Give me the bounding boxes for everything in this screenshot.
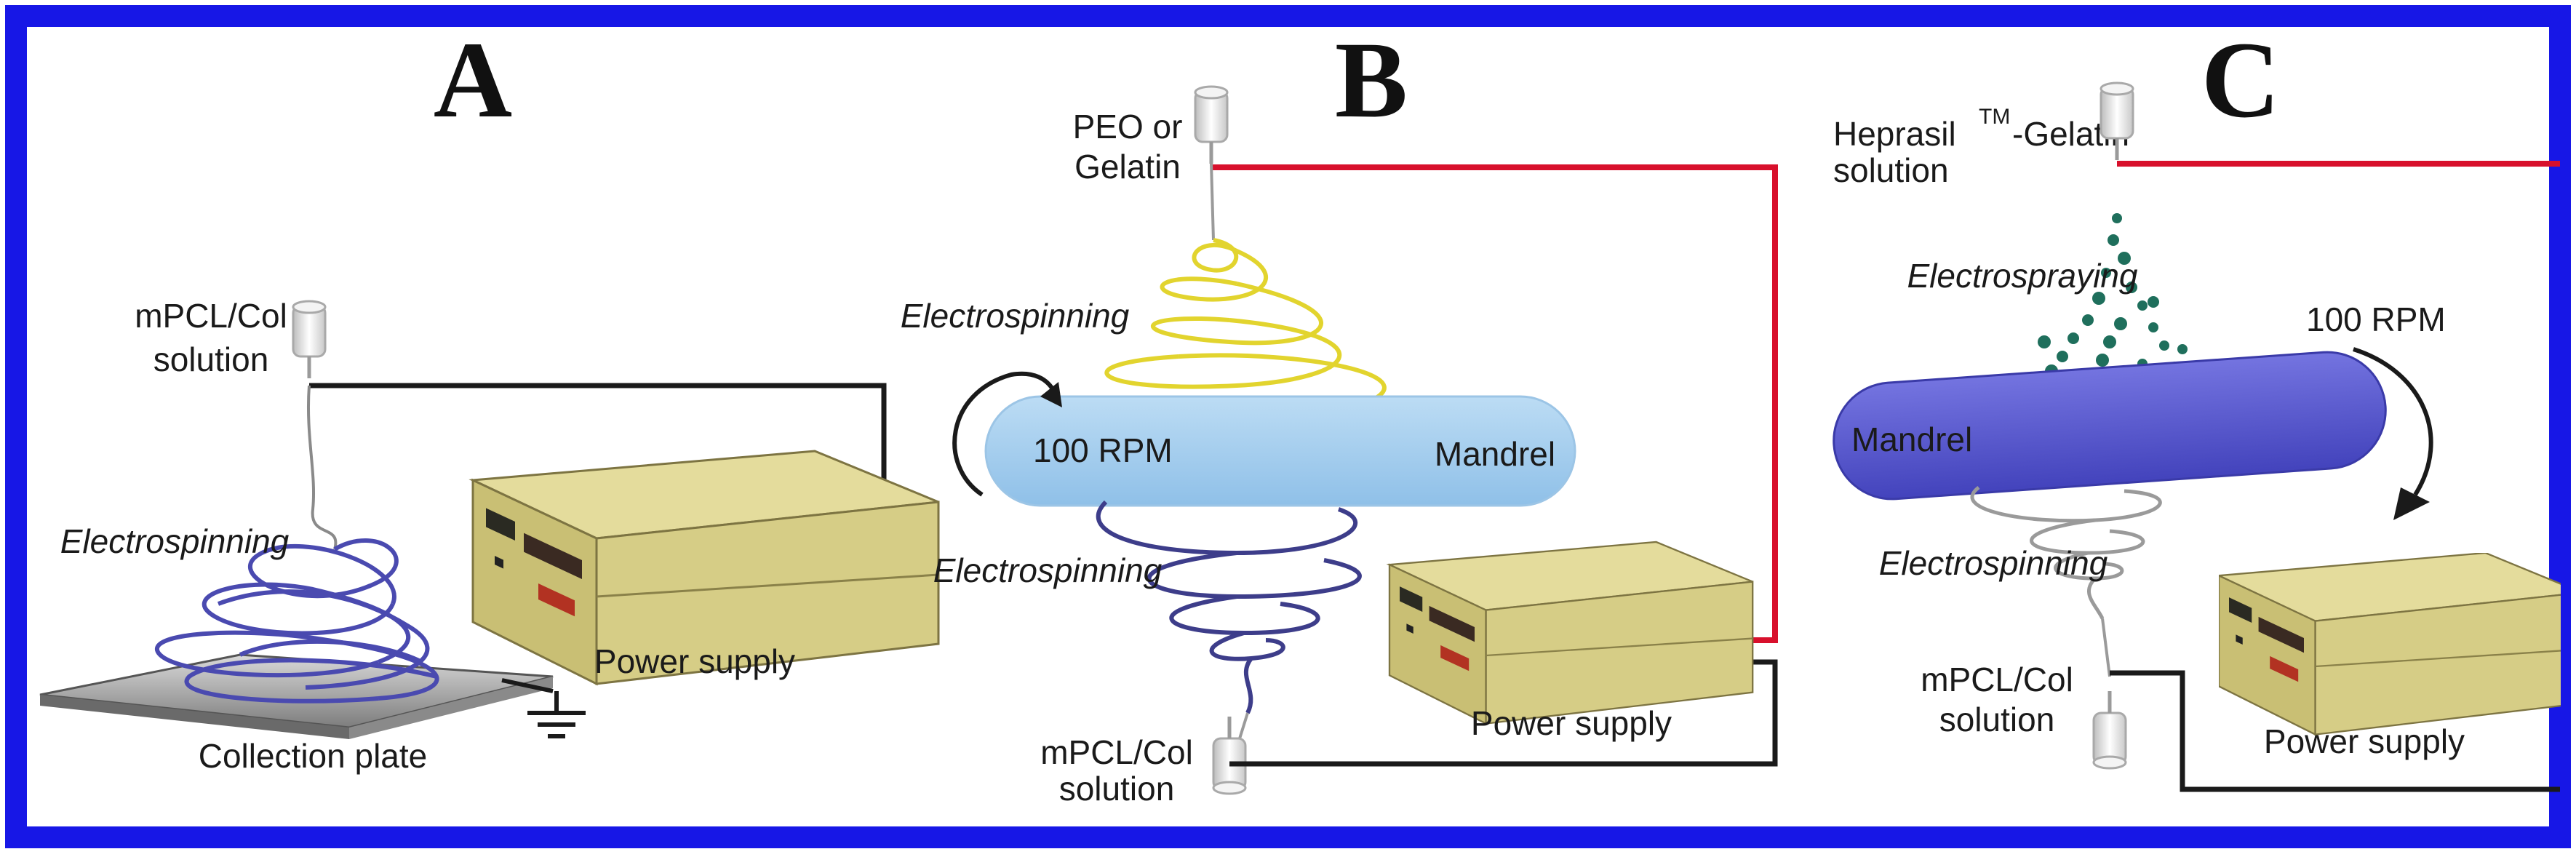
droplet xyxy=(2108,234,2119,246)
droplet xyxy=(2112,213,2122,223)
panel-c-rpm-label: 100 RPM xyxy=(2306,300,2446,338)
droplet xyxy=(2137,300,2148,311)
droplet xyxy=(2082,314,2094,326)
panel-b-black-wire xyxy=(1229,659,1778,767)
panel-b-bottom-process-label: Electrospinning xyxy=(933,551,1163,589)
panel-c-rotation-arrow-icon xyxy=(2353,347,2433,496)
panel-a-supply-label: Power supply xyxy=(594,642,795,680)
panel-c-mandrel xyxy=(1833,351,2387,501)
panel-c-bottom-solution-line2: solution xyxy=(1939,701,2055,738)
panel-b-rpm-label: 100 RPM xyxy=(1033,431,1173,469)
panel-b-power-supply xyxy=(1388,541,1754,725)
panel-b-mandrel xyxy=(984,395,1576,507)
panel-b-top-process-label: Electrospinning xyxy=(901,297,1130,335)
droplet xyxy=(2092,292,2105,305)
panel-a-plate-label: Collection plate xyxy=(199,737,428,775)
panel-c-top-solution-tm: TM xyxy=(1979,105,2010,129)
panel-c-letter: C xyxy=(2201,20,2280,140)
panel-c-top-solution-part1: Heprasil xyxy=(1833,115,1956,153)
panel-c-supply-label: Power supply xyxy=(2264,722,2465,760)
droplet xyxy=(2118,252,2131,265)
droplet xyxy=(2067,332,2079,344)
panel-c: C Heprasil TM -Gelatin solution Electros… xyxy=(1833,20,2561,792)
panel-a-process-label: Electrospinning xyxy=(60,522,290,560)
panel-b-supply-label: Power supply xyxy=(1471,704,1672,742)
droplet xyxy=(2103,335,2116,348)
droplet xyxy=(2057,351,2068,362)
droplet xyxy=(2101,268,2111,278)
panel-b-red-wire xyxy=(1211,164,1778,643)
panel-b-top-solution-line1: PEO or xyxy=(1073,108,1183,146)
droplet xyxy=(2038,335,2051,348)
panel-a-solution-line1: mPCL/Col xyxy=(135,297,287,335)
droplet xyxy=(2148,296,2159,308)
droplet xyxy=(2096,354,2109,367)
droplet xyxy=(2159,340,2169,351)
panel-a-letter: A xyxy=(434,20,512,140)
panel-b-lower-fiber xyxy=(1096,500,1362,714)
panel-c-bottom-solution-line1: mPCL/Col xyxy=(1921,661,2073,698)
panel-c-lower-fiber xyxy=(1970,486,2162,620)
panel-c-mandrel-label: Mandrel xyxy=(1851,420,1972,458)
droplet xyxy=(2177,344,2188,354)
panel-c-bottom-process-label: Electrospinning xyxy=(1879,544,2108,582)
panel-c-spray-label: Electrospraying xyxy=(1907,257,2137,295)
panel-b-bottom-solution-line2: solution xyxy=(1059,770,1175,808)
panel-b-top-solution-line2: Gelatin xyxy=(1074,148,1181,186)
panel-b-bottom-solution-line1: mPCL/Col xyxy=(1040,733,1193,771)
panel-b-mandrel-label: Mandrel xyxy=(1435,435,1555,473)
panel-b: B PEO or Gelatin Electrospinning 100 RPM… xyxy=(901,20,1778,808)
droplet xyxy=(2114,317,2127,330)
panel-a-fiber-mat xyxy=(155,538,439,703)
panel-c-top-solution-part3: solution xyxy=(1833,151,1949,189)
droplet xyxy=(2148,322,2158,332)
panel-c-power-supply xyxy=(2219,553,2561,736)
panel-a-solution-line2: solution xyxy=(153,340,269,378)
panel-a: A mPCL/Col solution Electrospinning xyxy=(39,20,940,775)
panel-b-letter: B xyxy=(1335,20,1408,140)
panel-b-rotation-arrow-icon xyxy=(952,371,1057,497)
droplet xyxy=(2126,282,2137,293)
panel-c-black-wire xyxy=(2110,670,2560,792)
